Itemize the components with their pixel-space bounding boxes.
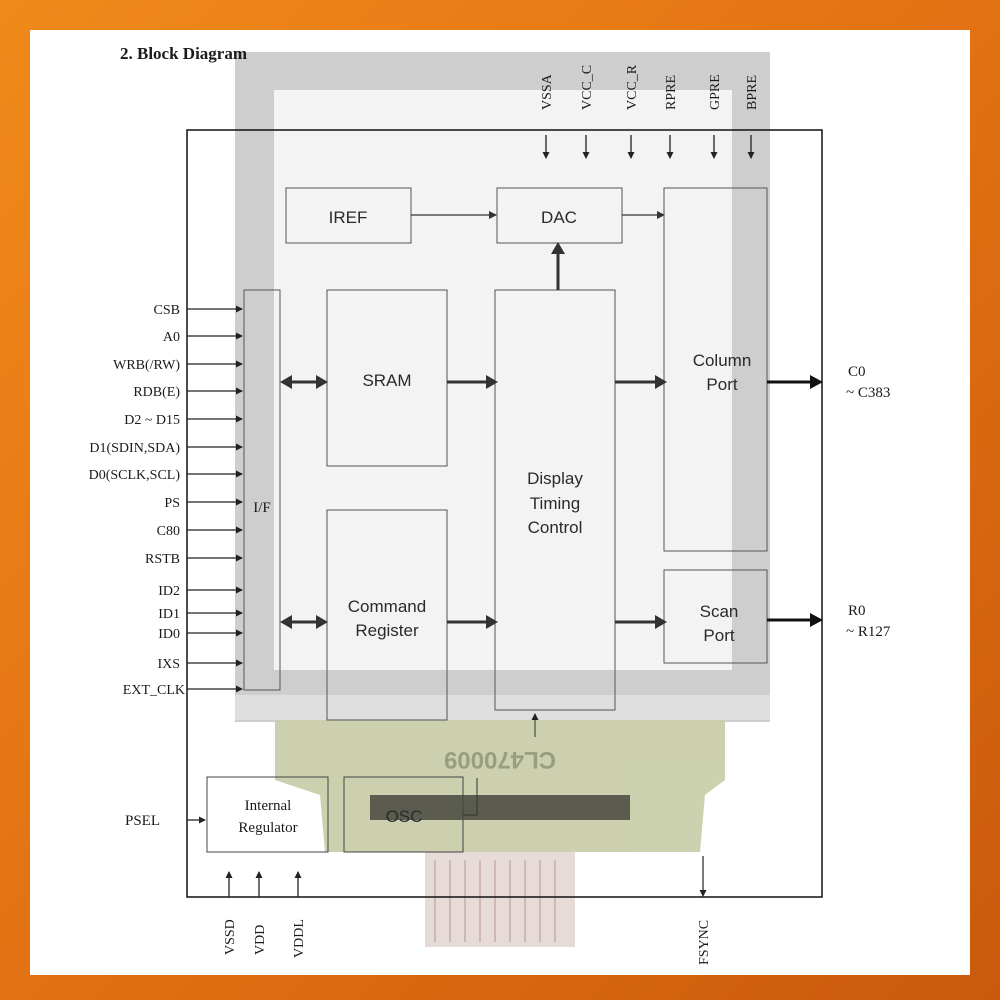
panel-marking: CL470009 bbox=[444, 746, 556, 773]
dtc-label-line1: Display bbox=[527, 469, 583, 488]
panel-fpc-base bbox=[275, 720, 725, 852]
pin-label-d1: D1(SDIN,SDA) bbox=[89, 441, 180, 456]
oled-panel-background: CL470009 bbox=[235, 52, 770, 947]
diagram-heading: 2. Block Diagram bbox=[120, 44, 247, 63]
pin-label-ixs: IXS bbox=[157, 657, 180, 672]
scan-port-label-line1: Scan bbox=[700, 602, 739, 621]
pin-label-fsync: FSYNC bbox=[697, 920, 712, 965]
row-output-label-a: R0 bbox=[848, 603, 866, 619]
pin-label-vssa: VSSA bbox=[540, 73, 555, 110]
pin-label-rstb: RSTB bbox=[145, 552, 180, 567]
pin-label-id0: ID0 bbox=[158, 627, 180, 642]
regulator-label-line1: Internal bbox=[245, 798, 292, 814]
sram-label: SRAM bbox=[362, 371, 411, 390]
column-port-label-line2: Port bbox=[706, 375, 737, 394]
block-diagram: CL470009 2. Block Diagram VSSA VCC_C VCC… bbox=[30, 30, 970, 975]
pin-label-vcc-r: VCC_R bbox=[625, 64, 640, 110]
left-pin-group: CSB A0 WRB(/RW) RDB(E) D2 ~ D15 D1(SDIN,… bbox=[89, 303, 242, 698]
column-output-label-a: C0 bbox=[848, 364, 866, 380]
dtc-label-line2: Timing bbox=[530, 494, 580, 513]
pin-label-psel: PSEL bbox=[125, 813, 160, 829]
interface-label: I/F bbox=[253, 500, 271, 516]
pin-label-d0: D0(SCLK,SCL) bbox=[89, 468, 181, 483]
dtc-label-line3: Control bbox=[528, 518, 583, 537]
column-output-arrowhead bbox=[810, 375, 823, 389]
osc-label: OSC bbox=[386, 807, 423, 826]
pin-label-vdd: VDD bbox=[253, 925, 268, 955]
pin-label-id2: ID2 bbox=[158, 584, 180, 599]
pin-label-c80: C80 bbox=[157, 524, 180, 539]
pin-label-bpre: BPRE bbox=[745, 75, 760, 110]
pin-label-rpre: RPRE bbox=[664, 75, 679, 110]
regulator-label-line2: Regulator bbox=[238, 820, 297, 836]
scan-port-label-line2: Port bbox=[703, 626, 734, 645]
row-output-arrowhead bbox=[810, 613, 823, 627]
diagram-sheet: CL470009 2. Block Diagram VSSA VCC_C VCC… bbox=[30, 30, 970, 975]
pin-label-id1: ID1 bbox=[158, 607, 180, 622]
pin-label-vddl: VDDL bbox=[292, 919, 307, 958]
command-register-label-line2: Register bbox=[355, 621, 419, 640]
iref-label: IREF bbox=[329, 208, 368, 227]
dac-label: DAC bbox=[541, 208, 577, 227]
pin-label-vcc-c: VCC_C bbox=[580, 65, 595, 110]
flex-cable bbox=[425, 852, 575, 947]
pin-label-rdb: RDB(E) bbox=[133, 385, 180, 400]
pin-label-csb: CSB bbox=[154, 303, 180, 318]
command-register-label-line1: Command bbox=[348, 597, 426, 616]
column-port-label-line1: Column bbox=[693, 351, 752, 370]
pin-label-a0: A0 bbox=[163, 330, 180, 345]
pin-label-wrb: WRB(/RW) bbox=[113, 358, 180, 373]
pin-label-ext-clk: EXT_CLK bbox=[123, 683, 185, 698]
column-output-label-b: ~ C383 bbox=[846, 385, 890, 401]
pin-label-gpre: GPRE bbox=[708, 74, 723, 110]
row-output-label-b: ~ R127 bbox=[846, 624, 891, 640]
pin-label-vssd: VSSD bbox=[223, 919, 238, 955]
panel-edge bbox=[235, 695, 770, 720]
pin-label-ps: PS bbox=[164, 496, 180, 511]
pin-label-d2-d15: D2 ~ D15 bbox=[124, 413, 180, 428]
